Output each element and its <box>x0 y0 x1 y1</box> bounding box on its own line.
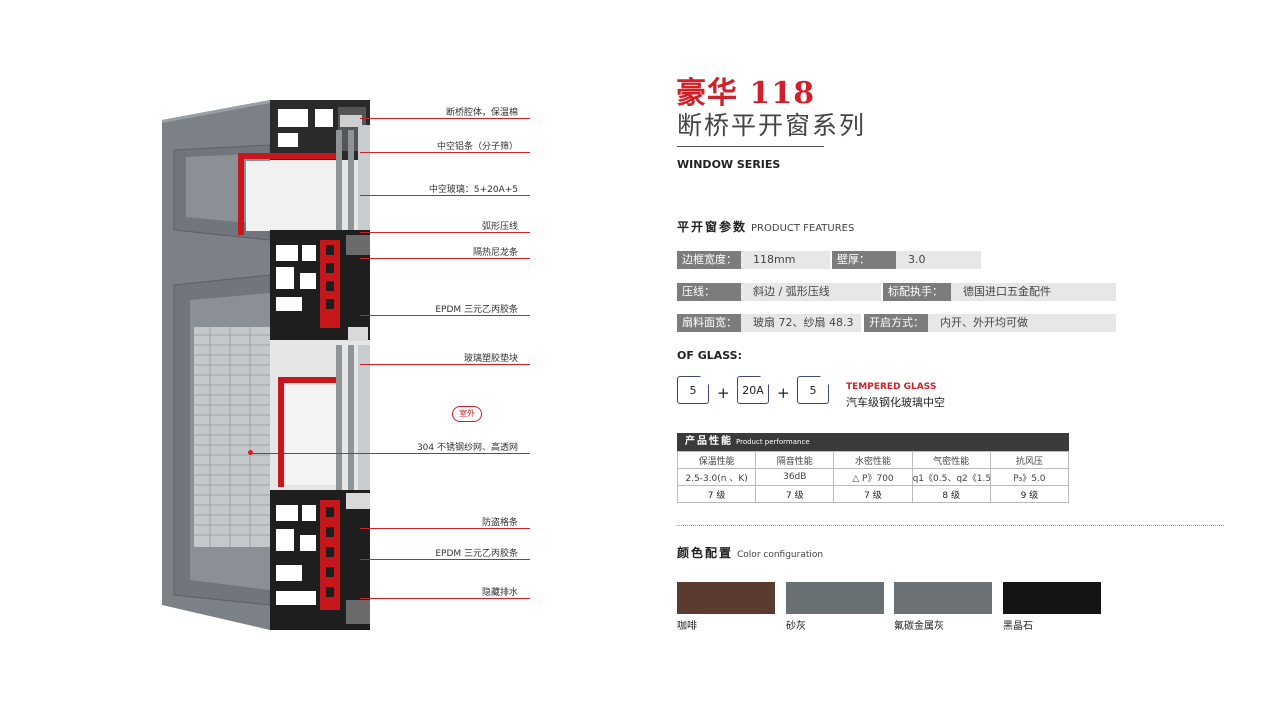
table-header-cell: 抗风压 <box>989 451 1070 469</box>
color-swatch-sand-gray[interactable] <box>786 582 884 614</box>
plus-sign: + <box>717 384 730 402</box>
table-header-cell: 水密性能 <box>833 451 913 469</box>
table-cell: 7 级 <box>676 485 757 503</box>
color-swatch-label: 氟碳金属灰 <box>894 621 944 632</box>
series-label: WINDOW SERIES <box>677 158 781 171</box>
feature-key: 壁厚： <box>832 251 896 269</box>
callout-label: 中空玻璃：5+20A+5 <box>428 185 518 195</box>
feature-value: 玻扇 72、纱扇 48.3 <box>741 314 861 332</box>
glass-pane-outer: 5 <box>677 376 709 404</box>
callout-label: 弧形压线 <box>481 222 518 232</box>
feature-key: 扇料面宽： <box>677 314 741 332</box>
callout-label: 304 不锈钢纱网、高透网 <box>416 443 518 453</box>
table-cell: P₃》5.0 <box>989 468 1070 486</box>
color-swatch-coffee[interactable] <box>677 582 775 614</box>
callout-4: 弧形压线 <box>330 219 530 233</box>
callout-8: 304 不锈钢纱网、高透网 <box>248 440 530 455</box>
callout-label: 防盗格条 <box>481 518 518 528</box>
tempered-glass-label: TEMPERED GLASS <box>846 382 937 392</box>
features-heading-en: PRODUCT FEATURES <box>751 223 855 234</box>
page-title: 豪华 118 <box>676 76 816 111</box>
feature-key: 开启方式： <box>864 314 928 332</box>
callout-6: EPDM 三元乙丙胶条 <box>330 302 530 316</box>
feature-key: 边框宽度： <box>677 251 741 269</box>
glass-spacer: 20A <box>737 376 769 404</box>
color-swatch-label: 黑晶石 <box>1003 621 1033 632</box>
callout-7: 玻璃塑胶垫块 <box>330 351 530 365</box>
table-cell: △ P》700 <box>833 468 913 486</box>
color-heading-cn: 颜色配置 <box>677 546 734 560</box>
glass-heading: OF GLASS: <box>677 349 742 362</box>
table-row: 7 级 7 级 7 级 8 级 9 级 <box>676 485 1070 503</box>
table-header-cell: 气密性能 <box>911 451 991 469</box>
callout-label: 隔热尼龙条 <box>472 248 518 258</box>
table-cell: 2.5-3.0(n 、K) <box>676 468 757 486</box>
features-heading-cn: 平开窗参数 <box>677 220 748 234</box>
performance-heading-cn: 产品性能 <box>685 436 733 447</box>
table-cell: 7 级 <box>833 485 913 503</box>
callout-3: 中空玻璃：5+20A+5 <box>330 182 530 196</box>
tempered-glass-desc: 汽车级钢化玻璃中空 <box>846 396 945 409</box>
feature-value: 内开、外开均可做 <box>928 314 1116 332</box>
callout-11: 隐藏排水 <box>330 585 530 599</box>
color-swatch-black-crystal[interactable] <box>1003 582 1101 614</box>
table-cell: 9 级 <box>989 485 1070 503</box>
callout-9: 防盗格条 <box>330 515 530 529</box>
color-swatch-label: 砂灰 <box>786 621 806 632</box>
feature-value: 3.0 <box>896 251 981 269</box>
callout-label: EPDM 三元乙丙胶条 <box>435 305 518 315</box>
table-cell: 7 级 <box>755 485 835 503</box>
callout-5: 隔热尼龙条 <box>330 245 530 259</box>
outdoor-badge: 室外 <box>452 406 482 422</box>
table-row: 2.5-3.0(n 、K) 36dB △ P》700 q1《0.5、q2《1.5… <box>676 468 1070 486</box>
callout-10: EPDM 三元乙丙胶条 <box>330 546 530 560</box>
feature-value: 德国进口五金配件 <box>951 283 1116 301</box>
feature-key: 压线： <box>677 283 741 301</box>
page-subtitle: 断桥平开窗系列 <box>677 111 867 140</box>
table-row: 保温性能 隔音性能 水密性能 气密性能 抗风压 <box>676 451 1070 469</box>
callout-label: 中空铝条（分子筛） <box>436 142 518 152</box>
callout-label: 隐藏排水 <box>481 588 518 598</box>
callout-label: 玻璃塑胶垫块 <box>463 354 518 364</box>
table-cell: 8 级 <box>911 485 991 503</box>
performance-heading-en: Product performance <box>736 438 810 446</box>
color-swatch-label: 咖啡 <box>677 621 697 632</box>
title-divider <box>677 146 824 147</box>
window-section-illustration: 断桥腔体，保温棉 中空铝条（分子筛） 中空玻璃：5+20A+5 弧形压线 隔热尼… <box>150 95 530 635</box>
window-cross-section-drawing <box>162 100 370 630</box>
feature-value: 118mm <box>741 251 830 269</box>
callout-2: 中空铝条（分子筛） <box>330 139 530 153</box>
glass-pane-label: 5 <box>809 384 817 397</box>
feature-key: 标配执手： <box>883 283 951 301</box>
plus-sign: + <box>777 384 790 402</box>
table-header-cell: 保温性能 <box>676 451 757 469</box>
color-heading-en: Color configuration <box>737 550 824 560</box>
glass-spacer-label: 20A <box>742 384 764 397</box>
callout-label: EPDM 三元乙丙胶条 <box>435 549 518 559</box>
callout-1: 断桥腔体，保温棉 <box>330 105 530 119</box>
color-swatch-fluorocarbon-gray[interactable] <box>894 582 992 614</box>
feature-value: 斜边 / 弧形压线 <box>741 283 881 301</box>
section-divider <box>677 525 1224 526</box>
glass-pane-label: 5 <box>689 384 697 397</box>
table-cell: 36dB <box>755 468 835 486</box>
performance-grid: 保温性能 隔音性能 水密性能 气密性能 抗风压 2.5-3.0(n 、K) 36… <box>676 451 1070 503</box>
table-cell: q1《0.5、q2《1.5 <box>911 468 991 486</box>
table-header-cell: 隔音性能 <box>755 451 835 469</box>
callout-label: 断桥腔体，保温棉 <box>445 108 518 118</box>
glass-pane-inner: 5 <box>797 376 829 404</box>
